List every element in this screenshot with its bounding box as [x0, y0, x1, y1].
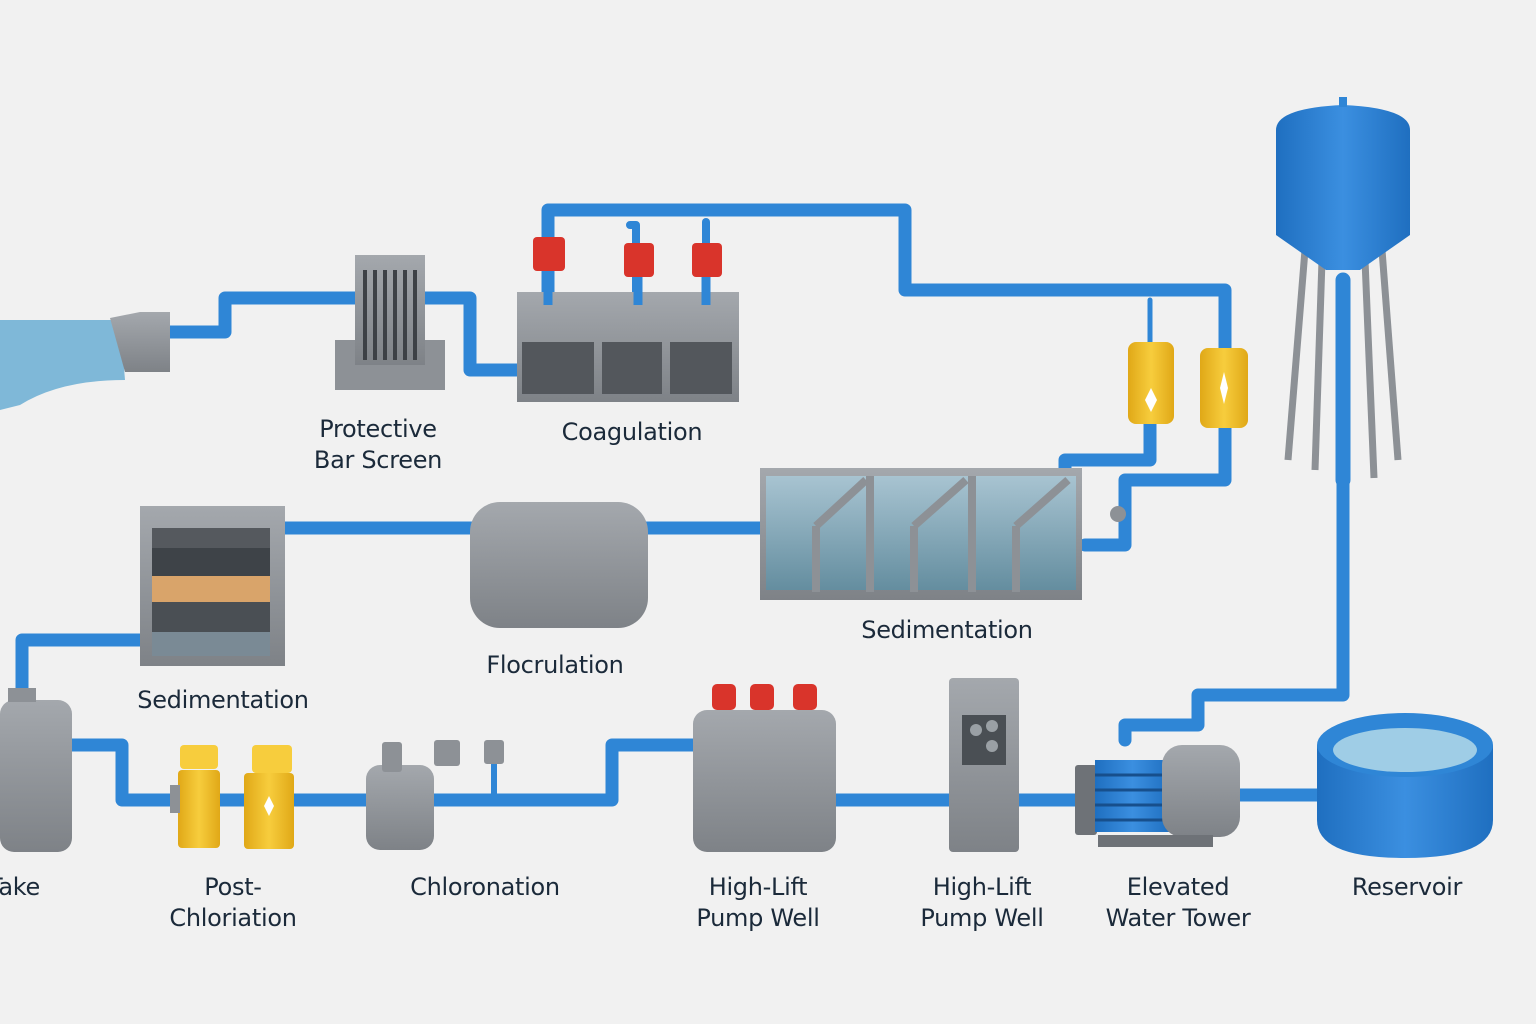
label-chlorination: Chloronation — [410, 873, 560, 901]
pump-motor — [1075, 745, 1240, 847]
pipe-to-tower — [1118, 473, 1350, 747]
chlorination-unit — [366, 740, 504, 850]
label-line: Bar Screen — [313, 446, 443, 474]
post-chlorination-units — [170, 745, 294, 849]
bar-screen — [335, 255, 445, 390]
pipe-screen-to-coagulation — [418, 291, 527, 377]
label-coagulation: Coagulation — [561, 418, 703, 446]
red-dosing-valve — [624, 243, 654, 277]
red-dosing-valve — [692, 243, 722, 277]
pipe-chemical-header — [541, 203, 1232, 552]
label-line: Pump Well — [696, 904, 820, 932]
label-line: Elevated — [1126, 873, 1230, 901]
chemical-filters-upper — [1128, 342, 1248, 428]
label-pump-well-2: High-Lift Pump Well — [920, 872, 1044, 934]
label-sedimentation-lower: Sedimentation — [137, 686, 309, 714]
label-water-tower: Elevated Water Tower — [1106, 872, 1251, 934]
label-reservoir: Reservoir — [1351, 873, 1463, 901]
sedimentation-filter-lower — [140, 506, 285, 666]
high-lift-pump-well-2 — [949, 678, 1019, 852]
label-flocculation: Flocrulation — [486, 651, 624, 679]
flocculation-tank — [470, 502, 648, 628]
label-line: Water Tower — [1105, 904, 1251, 932]
label-line: Post- — [204, 873, 262, 901]
sedimentation-basin-upper — [760, 468, 1126, 600]
label-post-chlorination: Post- Chloriation — [169, 872, 297, 934]
label-pump-well-1: High-Lift Pump Well — [696, 872, 820, 934]
pipe-filter-to-intake — [15, 633, 147, 697]
intake-tank — [0, 688, 72, 852]
reservoir — [1317, 713, 1493, 858]
label-bar-screen: Protective Bar Screen — [314, 414, 442, 476]
label-sedimentation-upper: Sedimentation — [861, 616, 1033, 644]
label-line: Protective — [319, 415, 437, 443]
coagulation-tank — [517, 237, 739, 402]
elevated-water-tower — [1276, 97, 1410, 479]
label-line: High-Lift — [708, 873, 808, 901]
label-line: High-Lift — [932, 873, 1032, 901]
label-intake: Take — [0, 873, 41, 901]
red-dosing-valve — [533, 237, 565, 271]
intake-water-source — [0, 312, 170, 410]
label-line: Chloriation — [169, 904, 297, 932]
high-lift-pump-well-1 — [693, 684, 836, 852]
label-line: Pump Well — [920, 904, 1044, 932]
pipe-intake-to-screen — [158, 291, 362, 339]
pipe-chlor-to-pump — [423, 738, 702, 807]
pipe-yellow-to-sed — [1058, 413, 1157, 477]
